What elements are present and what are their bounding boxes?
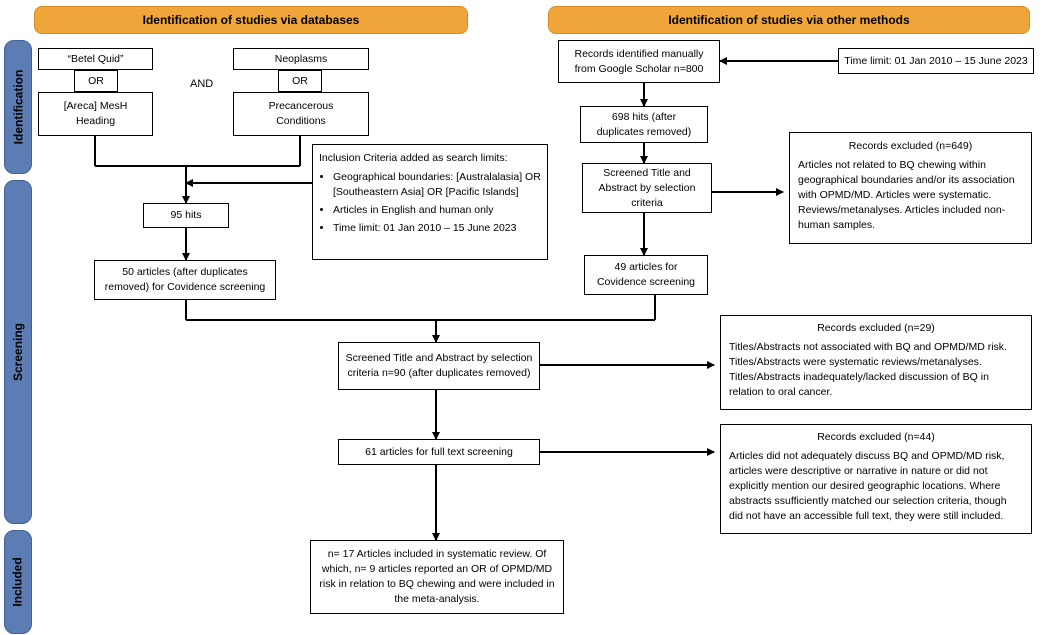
included-17: n= 17 Articles included in systematic re… [310, 540, 564, 614]
phase-included: Included [4, 530, 32, 634]
records-excluded-649: Records excluded (n=649) Articles not re… [789, 132, 1032, 244]
phase-identification: Identification [4, 40, 32, 174]
term-betel-quid: “Betel Quid” [38, 48, 153, 70]
inclusion-criteria: Inclusion Criteria added as search limit… [312, 144, 548, 260]
header-databases-label: Identification of studies via databases [142, 13, 360, 27]
phase-identification-label: Identification [11, 69, 26, 145]
db-hits: 95 hits [143, 203, 229, 228]
header-other-methods: Identification of studies via other meth… [548, 6, 1030, 34]
fulltext-61: 61 articles for full text screening [338, 439, 540, 465]
term-or-right: OR [278, 70, 322, 92]
criterion-item: Time limit: 01 Jan 2010 – 15 June 2023 [333, 221, 541, 236]
manual-records: Records identified manually from Google … [558, 40, 720, 83]
records-excluded-44: Records excluded (n=44) Articles did not… [720, 424, 1032, 534]
phase-screening: Screening [4, 180, 32, 524]
and-operator: AND [190, 78, 214, 90]
time-limit-box: Time limit: 01 Jan 2010 – 15 June 2023 [838, 48, 1034, 74]
other-screened: Screened Title and Abstract by selection… [582, 163, 712, 213]
screened-n90: Screened Title and Abstract by selection… [338, 342, 540, 390]
other-covidence: 49 articles for Covidence screening [584, 255, 708, 295]
term-or-left: OR [74, 70, 118, 92]
term-neoplasms: Neoplasms [233, 48, 369, 70]
term-precancerous: Precancerous Conditions [233, 92, 369, 136]
header-databases: Identification of studies via databases [34, 6, 468, 34]
records-excluded-29: Records excluded (n=29) Titles/Abstracts… [720, 315, 1032, 410]
other-hits: 698 hits (after duplicates removed) [580, 106, 708, 143]
phase-screening-label: Screening [11, 322, 25, 382]
inclusion-criteria-title: Inclusion Criteria added as search limit… [319, 152, 508, 164]
term-areca: [Areca] MesH Heading [38, 92, 153, 136]
criterion-item: Articles in English and human only [333, 203, 541, 218]
inclusion-criteria-list: Geographical boundaries: [Australalasia]… [319, 170, 541, 236]
phase-included-label: Included [11, 557, 25, 607]
header-other-methods-label: Identification of studies via other meth… [668, 13, 910, 27]
db-covidence: 50 articles (after duplicates removed) f… [94, 260, 276, 300]
criterion-item: Geographical boundaries: [Australalasia]… [333, 170, 541, 200]
